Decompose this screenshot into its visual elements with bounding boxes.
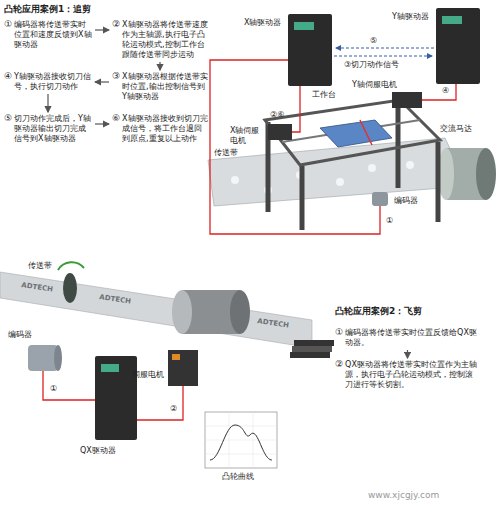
encoder [372,192,388,206]
callout-number: ③ [112,72,120,102]
part-label: X轴伺服电机 [230,126,264,145]
part-label: 编码器 [394,196,418,206]
part-label: Y轴驱动器 [392,12,429,22]
rotation-arrow [58,262,84,270]
step-item: ①编码器将传送带实时位置反馈给QX驱动器。 [335,328,480,348]
part-label: 传送带 [28,261,52,271]
part-label: ① [50,384,57,394]
flow-arrow [159,62,160,70]
cam-curve-chart [205,412,277,468]
callout-number: ⑥ [112,114,120,144]
section-title: 凸轮应用案例2：飞剪 [335,306,422,317]
servo-motor [168,350,198,386]
step-text: X轴驱动器将传送带速度作为主轴源,执行电子凸轮运动模式,控制工作台跟随传送带同步… [122,20,208,60]
wires [43,371,183,420]
conveyor-belt [208,138,468,206]
part-label: 伺服电机 [132,370,164,380]
ac-motor [438,148,496,200]
table-legs [268,102,438,230]
cutter [360,120,372,145]
part-label: X轴驱动器 [244,18,281,28]
servo-roller [172,290,250,334]
part-label: 交流马达 [440,124,472,134]
part-label: ⑤ [370,36,377,46]
step-item: ⑥X轴驱动器接收到切刀完成信号，将工作台退回到原点,重复以上动作 [112,114,208,144]
table-frame [265,100,440,165]
workpiece [320,120,392,147]
callout-number: ① [335,328,343,348]
wires [210,60,456,234]
callout-number: ② [335,360,343,390]
part-label: ③切刀动作信号 [344,60,399,70]
flow-arrow [407,350,408,358]
belt-pattern [231,161,444,194]
flow-arrow [95,29,109,30]
conveyor-belt [0,272,312,348]
step-text: X轴驱动器根据传送带实时位置,输出控制信号到Y轴驱动器 [122,72,208,102]
step-item: ①编码器将传送带实时位置和速度反馈到X轴驱动器 [4,20,92,50]
cut-sheets [290,340,334,358]
step-item: ⑤切刀动作完成后，Y轴驱动器输出切刀完成信号到X轴驱动器 [4,114,92,144]
roller [63,273,77,303]
callout-number: ① [4,20,12,50]
step-text: QX驱动器将传送带实时位置作为主轴源，执行电子凸轮运动模式，控制滚刀进行等长切割… [345,360,480,390]
step-text: 编码器将传送带实时位置和速度反馈到X轴驱动器 [14,20,92,50]
signal-line [336,48,434,49]
y-driver [436,8,480,84]
part-label: ① [386,216,393,226]
part-label: www.xjcgjy.com [368,490,439,501]
signal-line [334,56,432,57]
callout-number: ⑤ [4,114,12,144]
part-label: 工作台 [312,90,336,100]
part-label: 凸轮曲线 [222,472,254,482]
flow-arrow [95,123,109,124]
diagram-title: 凸轮应用案例1：追剪 [4,4,91,15]
part-label: ADTECH [21,281,54,294]
step-item: ②QX驱动器将传送带实时位置作为主轴源，执行电子凸轮运动模式，控制滚刀进行等长切… [335,360,480,390]
part-label: ADTECH [99,293,132,306]
step-item: ③X轴驱动器根据传送带实时位置,输出控制信号到Y轴驱动器 [112,72,208,102]
step-item: ④Y轴驱动器接收切刀信号，执行切刀动作 [4,72,92,92]
callout-number: ② [112,20,120,60]
x-driver [288,14,332,86]
flow-arrow [47,94,48,112]
step-text: X轴驱动器接收到切刀完成信号，将工作台退回到原点,重复以上动作 [122,114,208,144]
part-label: QX驱动器 [80,446,116,456]
step-text: 切刀动作完成后，Y轴驱动器输出切刀完成信号到X轴驱动器 [14,114,92,144]
flow-arrow [95,81,109,82]
step-text: 编码器将传送带实时位置反馈给QX驱动器。 [345,328,480,348]
x-servo-motor [268,124,292,140]
part-label: 传送带 [214,148,238,158]
part-label: Y轴伺服电机 [352,80,397,90]
part-label: ②⑥ [270,110,284,120]
step-item: ②X轴驱动器将传送带速度作为主轴源,执行电子凸轮运动模式,控制工作台跟随传送带同… [112,20,208,60]
qx-driver [95,356,137,440]
encoder [28,345,62,371]
part-label: ④ [442,86,449,96]
part-label: ADTECH [257,317,290,330]
part-label: ② [170,404,177,414]
callout-number: ④ [4,72,12,92]
step-text: Y轴驱动器接收切刀信号，执行切刀动作 [14,72,92,92]
part-label: 编码器 [8,330,32,340]
y-servo-motor [392,92,422,108]
